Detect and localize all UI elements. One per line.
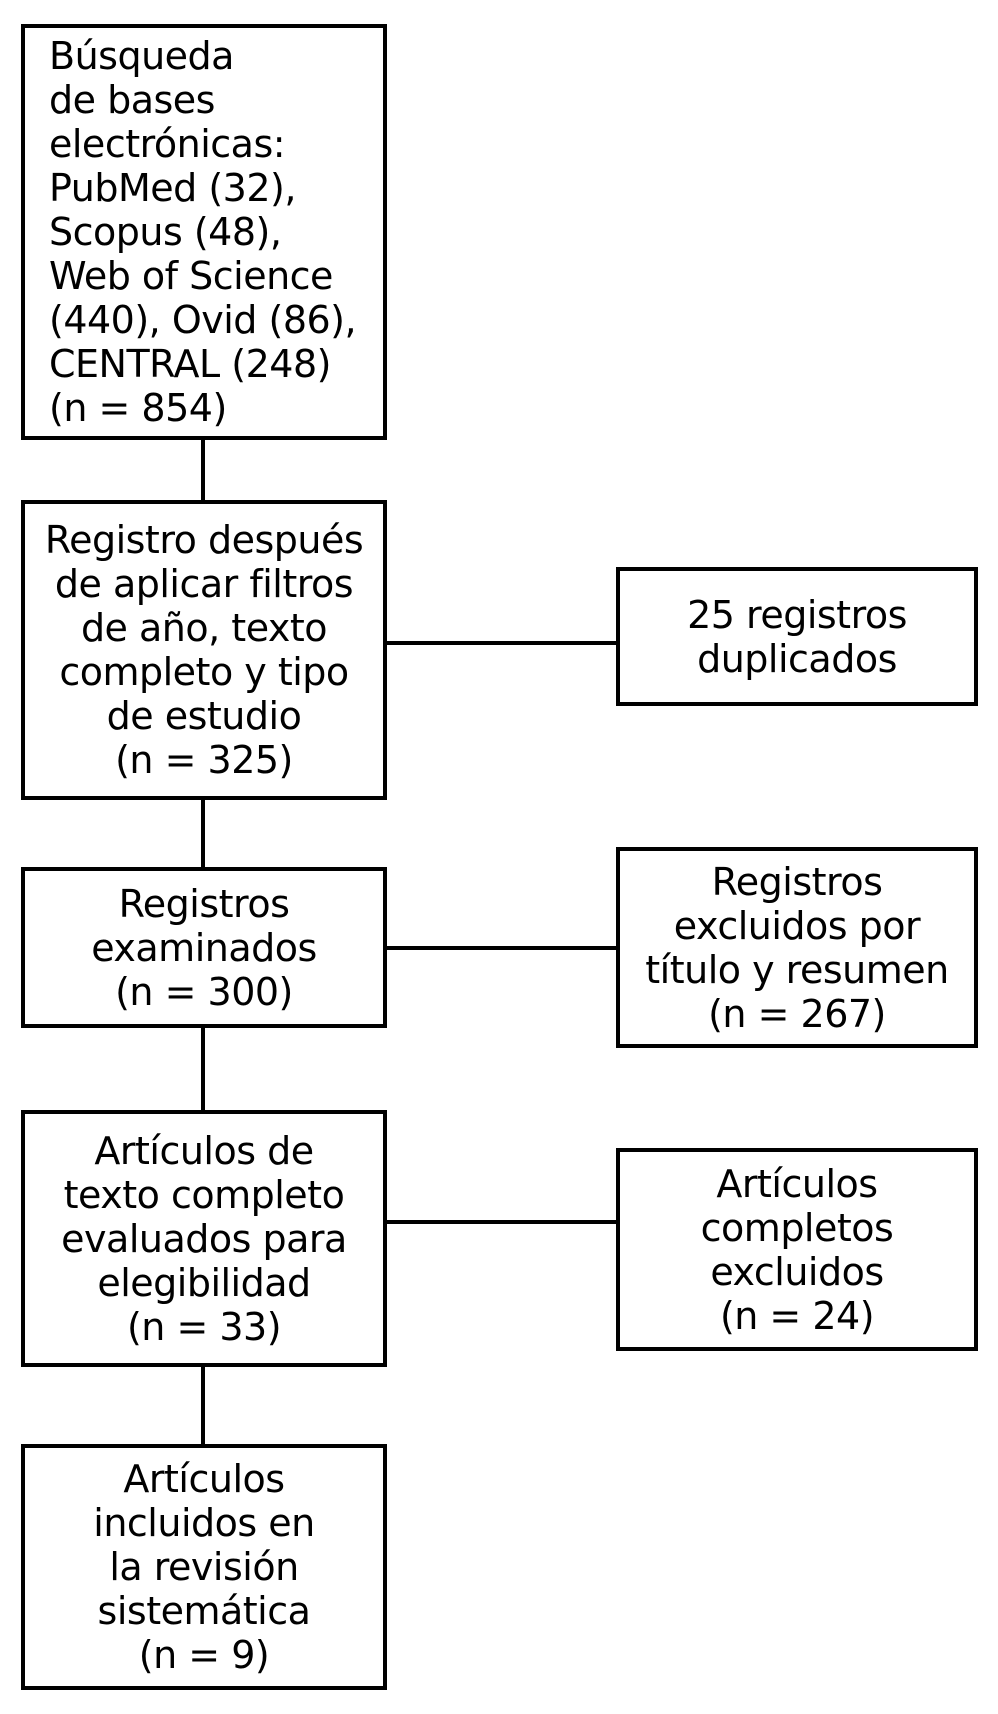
flow-box-records-after-filters: Registro después de aplicar filtros de a… <box>21 500 387 800</box>
flow-box-database-search: Búsqueda de bases electrónicas: PubMed (… <box>21 24 387 440</box>
connector-filtered-to-screened <box>201 800 205 867</box>
connector-fulltext-to-included <box>201 1367 205 1444</box>
flow-box-fulltext-excluded: Artículos completos excluidos (n = 24) <box>616 1148 978 1351</box>
connector-search-to-filtered <box>201 440 205 500</box>
connector-screened-to-fulltext <box>201 1028 205 1110</box>
flow-box-records-screened: Registros examinados (n = 300) <box>21 867 387 1028</box>
flow-box-fulltext-assessed: Artículos de texto completo evaluados pa… <box>21 1110 387 1367</box>
connector-filtered-to-duplicates <box>387 641 616 645</box>
connector-screened-to-excluded <box>387 946 616 950</box>
connector-fulltext-to-excluded <box>387 1220 616 1224</box>
flow-box-excluded-title-abstract: Registros excluidos por título y resumen… <box>616 847 978 1048</box>
flow-box-duplicate-records: 25 registros duplicados <box>616 567 978 706</box>
flow-box-included-in-review: Artículos incluidos en la revisión siste… <box>21 1444 387 1690</box>
